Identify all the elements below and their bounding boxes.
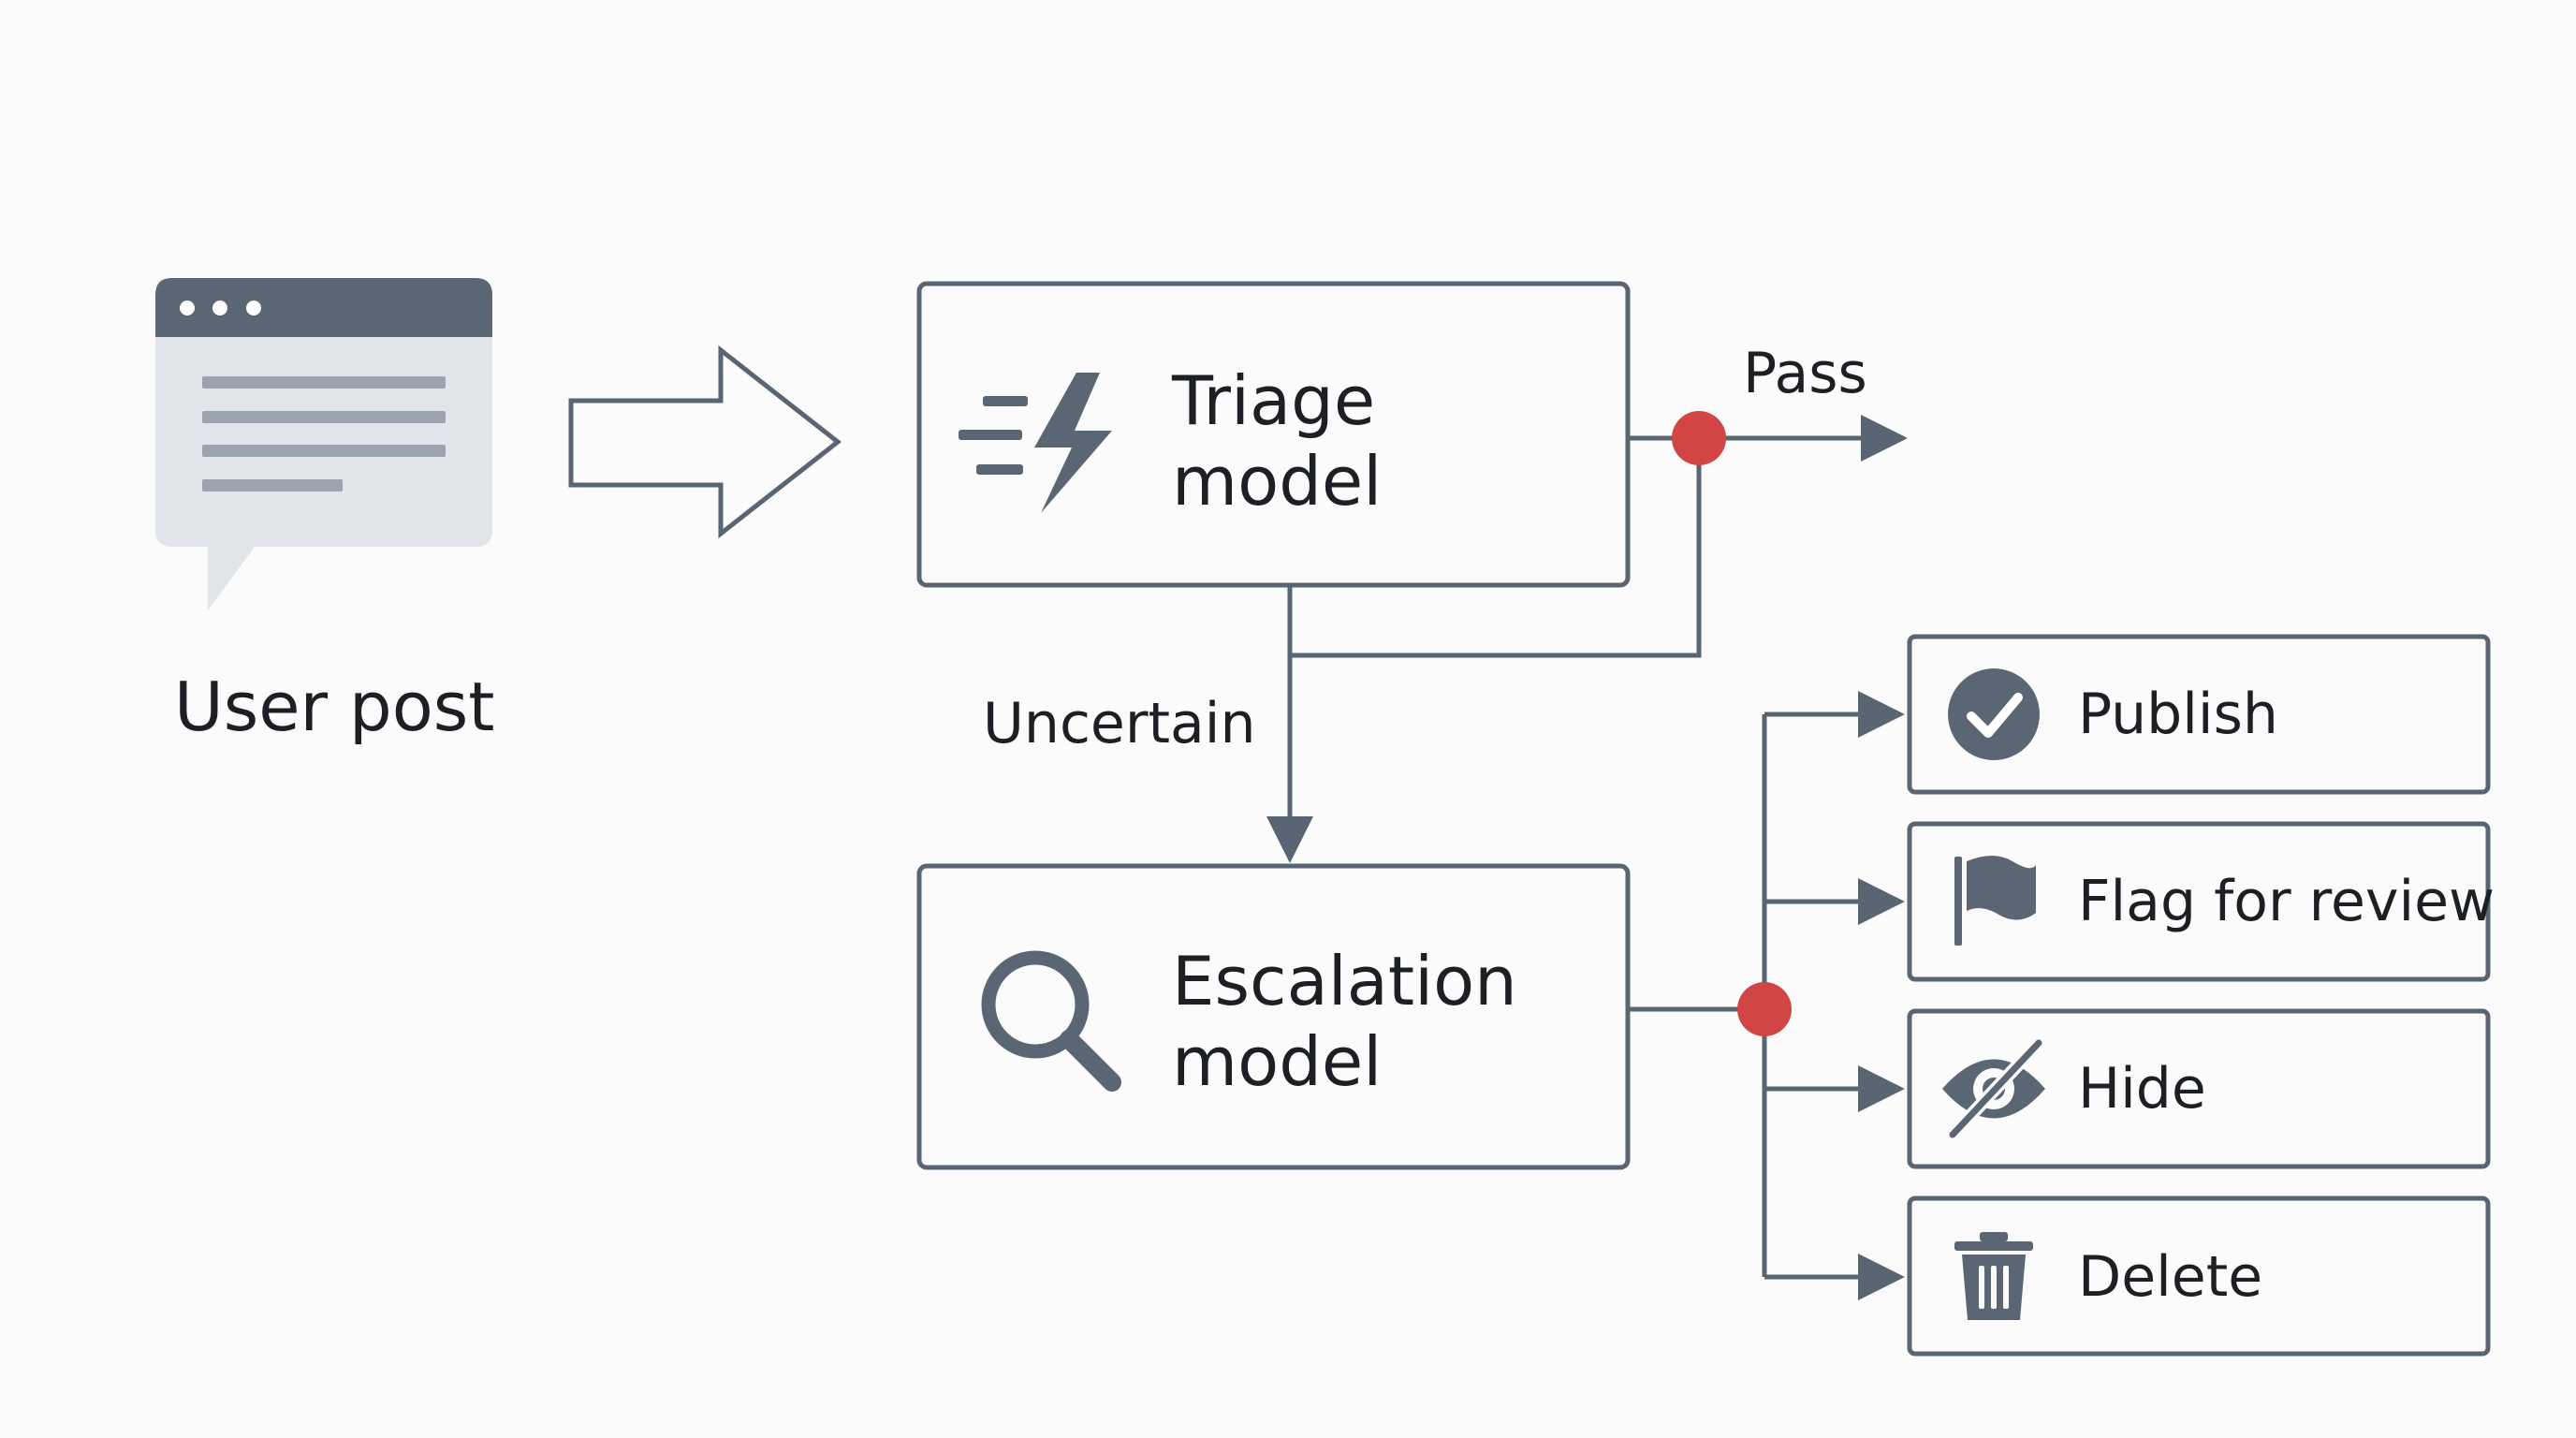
outcome-label-delete: Delete [2078, 1244, 2263, 1310]
escalation-box [916, 863, 1631, 1170]
input-arrow [568, 345, 842, 539]
escalation-title-line1: Escalation [1172, 942, 1517, 1020]
outcome-label-flag: Flag for review [2078, 869, 2496, 934]
user-post-label: User post [174, 668, 495, 746]
check-circle-icon [1948, 668, 2040, 760]
triage-model-title: Triage model [1172, 360, 1382, 521]
uncertain-label: Uncertain [983, 691, 1256, 756]
outcome-box-delete [1907, 1196, 2491, 1357]
outcome-box-flag [1907, 821, 2491, 982]
eye-slash-icon [1942, 1036, 2045, 1141]
pass-label: Pass [1743, 341, 1867, 406]
outcome-box-publish [1907, 634, 2491, 795]
escalation-model-title: Escalation model [1172, 941, 1517, 1102]
trash-icon [1954, 1232, 2033, 1320]
triage-title-line1: Triage [1172, 361, 1376, 440]
flag-icon [1954, 856, 2036, 946]
magnifier-icon [981, 950, 1121, 1092]
uncertain-loop [1290, 438, 1702, 658]
outcome-box-hide [1907, 1008, 2491, 1169]
lightning-fast-icon [959, 373, 1112, 513]
triage-decision-dot [1672, 411, 1726, 465]
escalation-decision-dot [1737, 982, 1792, 1036]
triage-box [916, 281, 1631, 588]
outcome-label-publish: Publish [2078, 682, 2278, 747]
outcome-label-hide: Hide [2078, 1056, 2206, 1122]
user-post-icon [155, 278, 492, 610]
escalation-title-line2: model [1172, 1022, 1383, 1101]
triage-title-line2: model [1172, 442, 1383, 521]
